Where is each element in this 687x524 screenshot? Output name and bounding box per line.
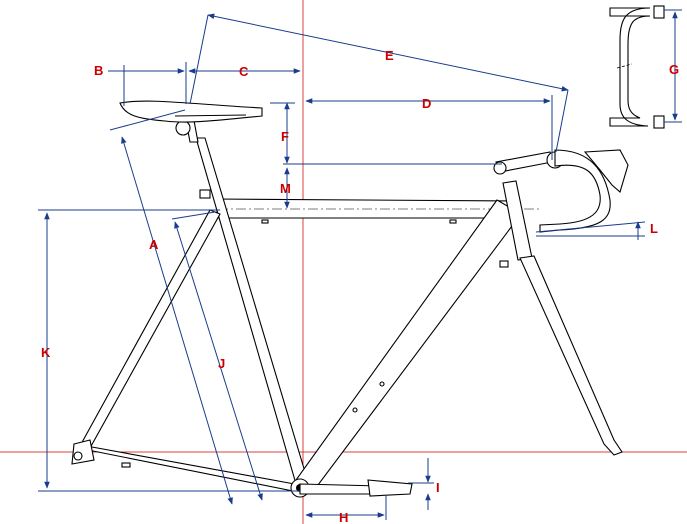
seat-collar bbox=[199, 189, 211, 199]
dimension-line-e bbox=[207, 13, 569, 92]
bottle-boss bbox=[352, 407, 358, 413]
seat-tube bbox=[195, 137, 309, 485]
extension-line-l-1 bbox=[535, 221, 646, 233]
extension-line-j bbox=[171, 211, 216, 220]
handlebar-inset-end-top bbox=[653, 5, 665, 19]
label-l: L bbox=[650, 221, 658, 236]
extension-line-e-1 bbox=[189, 14, 209, 105]
handlebar-inset-center bbox=[616, 63, 633, 69]
dimension-lines bbox=[38, 9, 682, 520]
rear-dropout bbox=[71, 439, 95, 465]
chain-stay bbox=[77, 446, 301, 493]
handlebar-inset-end-bottom bbox=[653, 115, 665, 129]
extension-line-a bbox=[109, 109, 186, 131]
label-i: I bbox=[436, 480, 440, 495]
label-d: D bbox=[422, 96, 431, 111]
bicycle-frame bbox=[71, 100, 629, 498]
label-e: E bbox=[385, 48, 394, 63]
head-badge bbox=[499, 260, 509, 268]
fork bbox=[519, 255, 623, 456]
label-b: B bbox=[94, 63, 103, 78]
bottle-boss bbox=[379, 381, 385, 387]
cable-guide bbox=[449, 219, 457, 224]
label-h: H bbox=[339, 510, 348, 524]
dimension-line-j bbox=[174, 221, 263, 501]
brake-hood bbox=[583, 149, 629, 193]
top-tube bbox=[214, 198, 513, 219]
pedal bbox=[367, 479, 413, 497]
label-f: F bbox=[281, 129, 289, 144]
handlebar-inset bbox=[609, 5, 665, 129]
label-k: K bbox=[41, 345, 51, 360]
saddle-rail bbox=[174, 114, 247, 117]
chainstay-bridge bbox=[121, 462, 131, 468]
label-j: J bbox=[218, 356, 225, 371]
cable-guide bbox=[261, 219, 269, 224]
extension-line-e-2 bbox=[555, 89, 569, 153]
down-tube bbox=[295, 199, 522, 494]
label-a: A bbox=[149, 237, 159, 252]
label-m: M bbox=[280, 181, 291, 196]
seat-clamp bbox=[175, 120, 191, 136]
saddle bbox=[119, 100, 263, 123]
rear-axle bbox=[73, 451, 83, 461]
handlebar-inset-bar bbox=[609, 7, 651, 127]
dimension-labels: A B C D E F G H I J K L M bbox=[41, 48, 679, 524]
steerer-top bbox=[493, 161, 507, 175]
label-c: C bbox=[239, 64, 249, 79]
label-g: G bbox=[669, 62, 679, 77]
crank-arm bbox=[299, 483, 381, 495]
